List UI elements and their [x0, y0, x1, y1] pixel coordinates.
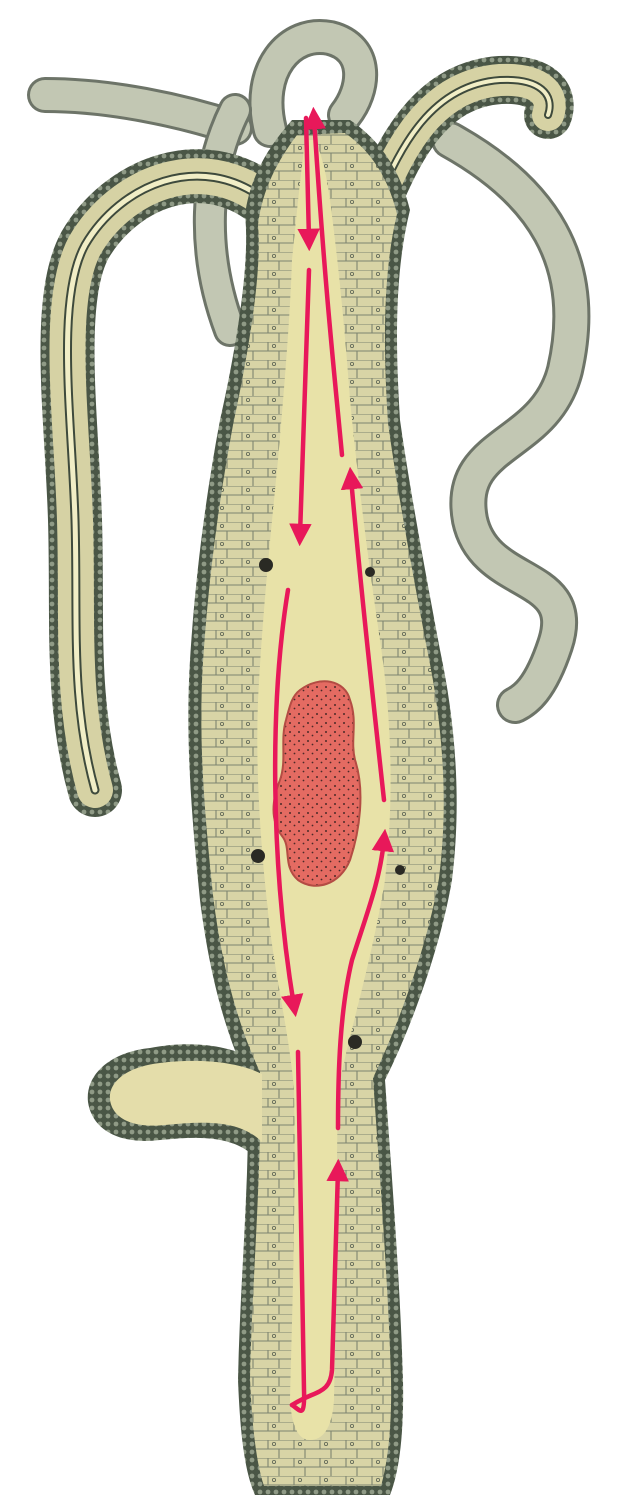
bud — [88, 1044, 262, 1160]
nucleus — [348, 1035, 362, 1049]
tentacle-center-down — [210, 110, 235, 330]
nucleus — [395, 865, 405, 875]
arrow-down-icon — [306, 118, 309, 240]
tentacle-right-wavy — [450, 140, 571, 705]
nucleus — [251, 849, 265, 863]
nucleus — [365, 567, 375, 577]
tentacle-upper-left — [45, 95, 235, 128]
nucleus — [259, 558, 273, 572]
